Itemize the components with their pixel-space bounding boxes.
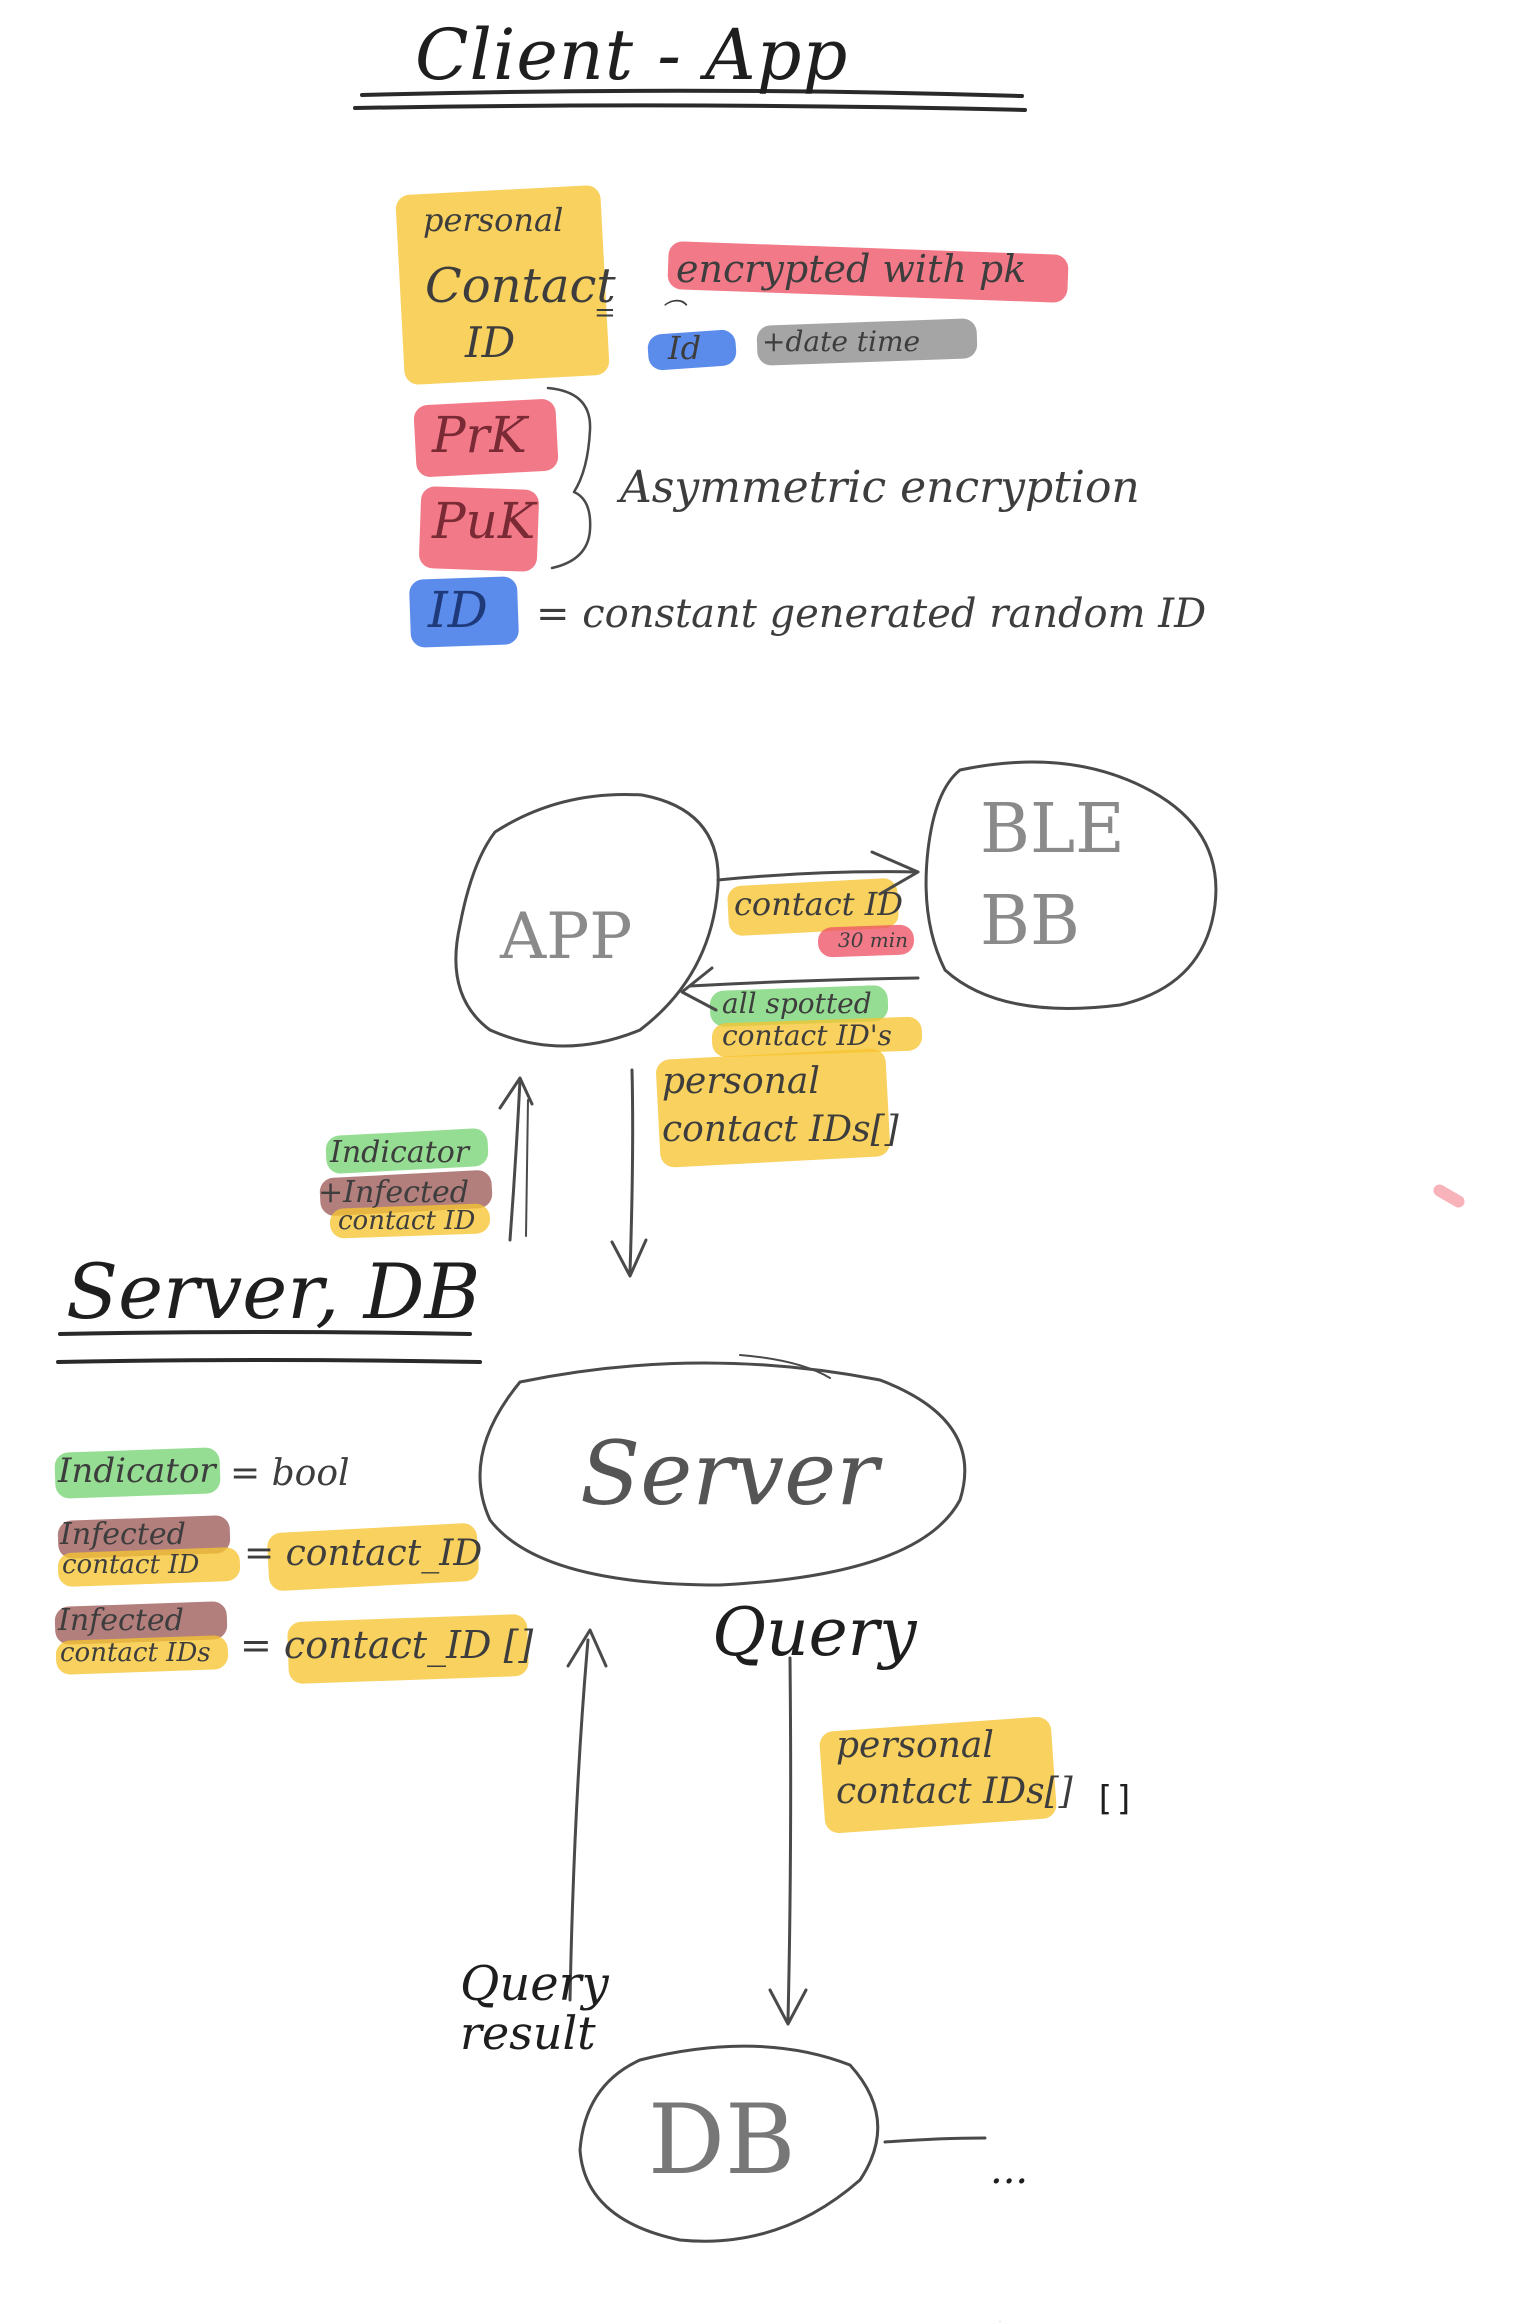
- ellipsis-label: ...: [990, 2147, 1029, 2193]
- client-section-title: Client - App: [415, 14, 849, 96]
- encrypted-with-pk: encrypted with pk: [676, 247, 1027, 291]
- id-short: Id: [668, 329, 702, 367]
- id-label: ID: [428, 581, 488, 639]
- server-infected-1-contact: contact ID: [62, 1550, 200, 1580]
- indicator-label: Indicator: [330, 1135, 470, 1170]
- app-node-label: APP: [500, 900, 633, 974]
- legend-personal: personal: [423, 201, 564, 239]
- query-payload-suffix: []: [1094, 1779, 1135, 1819]
- server-infected-1-label: Infected: [60, 1517, 186, 1552]
- server-section-title: Server, DB: [66, 1247, 481, 1336]
- server-indicator-eq: = bool: [230, 1453, 350, 1494]
- query-result-label-2: result: [460, 2006, 596, 2060]
- brace-top: ⌒: [660, 298, 684, 326]
- server-infected-2-eq: = contact_ID []: [240, 1623, 534, 1667]
- query-payload-ids: contact IDs[]: [836, 1771, 1073, 1812]
- contact-ids-label: contact ID's: [722, 1019, 892, 1052]
- infected-contact-id-label: contact ID: [338, 1206, 476, 1236]
- private-key-label: PrK: [432, 406, 527, 464]
- query-payload-personal: personal: [836, 1725, 994, 1766]
- db-node-label: DB: [648, 2084, 796, 2196]
- infected-label: +Infected: [318, 1175, 469, 1210]
- contact-id-label: contact ID: [734, 885, 903, 923]
- interval-label: 30 min: [838, 928, 909, 952]
- legend-contact: Contact: [425, 258, 616, 314]
- all-spotted-label: all spotted: [722, 987, 872, 1020]
- asymmetric-encryption-label: Asymmetric encryption: [620, 462, 1140, 513]
- bb-label: BB: [980, 882, 1080, 961]
- date-time: +date time: [762, 325, 921, 358]
- legend-id: ID: [465, 318, 516, 367]
- server-infected-2-label: Infected: [58, 1603, 184, 1638]
- legend-equals: =: [594, 298, 616, 328]
- personal-label: personal: [662, 1061, 820, 1102]
- public-key-label: PuK: [432, 492, 536, 550]
- ble-label: BLE: [980, 790, 1125, 869]
- id-definition: = constant generated random ID: [536, 591, 1207, 637]
- server-infected-2-contact: contact IDs: [60, 1638, 211, 1668]
- server-node-label: Server: [580, 1422, 879, 1525]
- query-label: Query: [712, 1594, 917, 1671]
- server-indicator-label: Indicator: [58, 1451, 216, 1491]
- contact-ids-array-label: contact IDs[]: [662, 1109, 899, 1150]
- query-result-label-1: Query: [460, 1956, 609, 2012]
- server-infected-1-eq: = contact_ID: [244, 1533, 483, 1574]
